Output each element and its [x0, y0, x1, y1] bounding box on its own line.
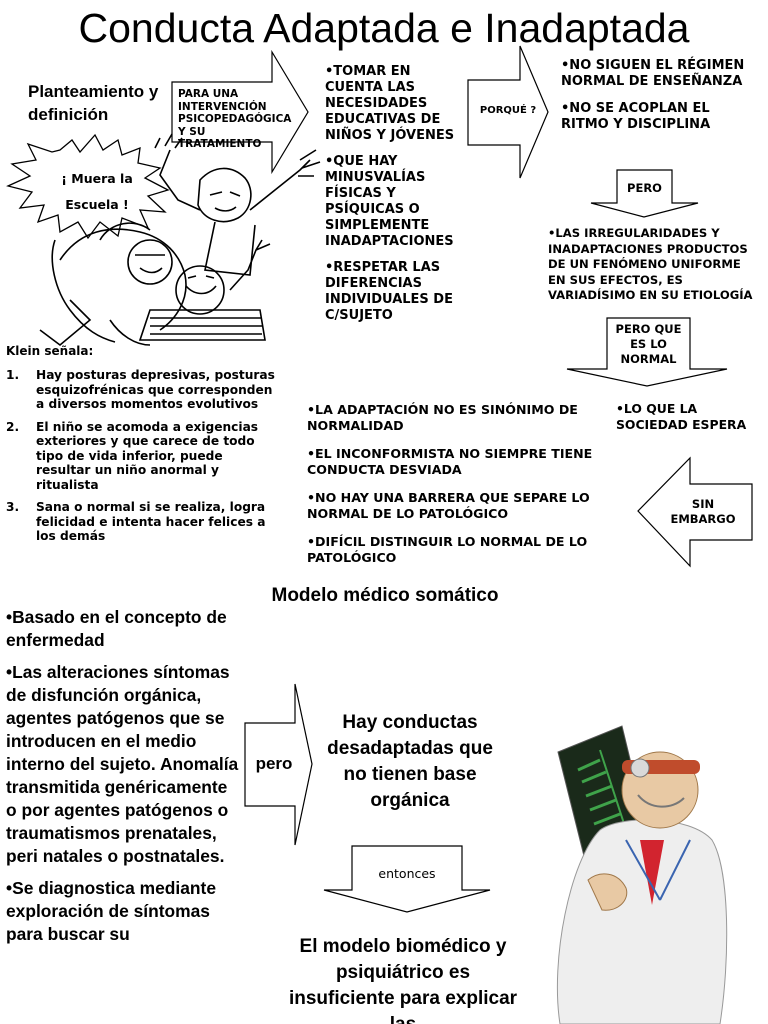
middle-item: •LA ADAPTACIÓN NO ES SINÓNIMO DE NORMALI… [307, 402, 578, 433]
model-title: Modelo médico somático [271, 585, 499, 606]
page-title: Conducta Adaptada e Inadaptada [78, 5, 690, 51]
left-body-item: •Se diagnostica mediante exploración de … [6, 878, 217, 944]
left-body-item: •Basado en el concepto de enfermedad [6, 607, 227, 650]
sin-embargo-label: SIN EMBARGO [670, 497, 736, 526]
col2-item: •TOMAR EN CUENTA LAS NECESIDADES EDUCATI… [325, 64, 455, 143]
left-body-list: •Basado en el concepto de enfermedad •La… [6, 606, 241, 955]
arrow-down-pero [590, 169, 699, 218]
irregularidades-text: •LAS IRREGULARIDADES Y INADAPTACIONES PR… [548, 226, 753, 302]
col2-item: •RESPETAR LAS DIFERENCIAS INDIVIDUALES D… [325, 260, 453, 323]
pero-label: PERO [627, 181, 662, 195]
arrow-down-entonces [323, 845, 491, 913]
arrow-left-sin-embargo [637, 456, 753, 568]
sociedad-text: •LO QUE LA SOCIEDAD ESPERA [616, 401, 747, 432]
middle-list: •LA ADAPTACIÓN NO ES SINÓNIMO DE NORMALI… [307, 402, 607, 566]
modelo-biomedico-text: El modelo biomédico y psiquiátrico es in… [288, 936, 518, 1024]
klein-item-text: Sana o normal si se realiza, logra felic… [36, 500, 266, 543]
klein-item-number: 2. [6, 419, 20, 434]
cartoon-students-illustration [39, 133, 321, 347]
arrow-right-pero [244, 683, 313, 846]
klein-item: 2. El niño se acomoda a exigencias exter… [6, 420, 281, 493]
arrow-right-porque [467, 45, 549, 179]
klein-item-text: Hay posturas depresivas, posturas esquiz… [36, 368, 275, 411]
entonces-label: entonces [378, 866, 436, 881]
col2-item: •QUE HAY MINUSVALÍAS FÍSICAS Y PSÍQUICAS… [325, 154, 454, 249]
klein-title: Klein señala: [6, 344, 94, 358]
arrow-right-intervencion [171, 49, 309, 175]
klein-item-number: 1. [6, 368, 20, 382]
klein-list: 1. Hay posturas depresivas, posturas esq… [6, 368, 281, 552]
hay-conductas-text: Hay conductas desadaptadas que no tienen… [327, 712, 493, 811]
arrow-porque-label: PORQUÉ ? [479, 105, 537, 116]
klein-item-text: El niño se acomoda a exigencias exterior… [36, 419, 259, 492]
klein-item: 1. Hay posturas depresivas, posturas esq… [6, 368, 281, 412]
arrow-intervencion-label: PARA UNA INTERVENCIÓN PSICOPEDAGÓGICA Y … [178, 88, 292, 150]
klein-item: 3. Sana o normal si se realiza, logra fe… [6, 500, 281, 544]
speech-bubble-text: ¡ Muera la Escuela ! [61, 171, 133, 212]
pero-normal-label: PERO QUE ES LO NORMAL [608, 322, 689, 367]
col3-item: •NO SE ACOPLAN EL RITMO Y DISCIPLINA [561, 101, 711, 132]
planteamiento-heading: Planteamiento y definición [28, 82, 159, 124]
col2-list: •TOMAR EN CUENTA LAS NECESIDADES EDUCATI… [325, 64, 465, 334]
left-body-item: •Las alteraciones síntomas de disfunción… [6, 662, 239, 866]
col3-list: •NO SIGUEN EL RÉGIMEN NORMAL DE ENSEÑANZ… [561, 58, 761, 143]
pero-arrow-label: pero [255, 754, 293, 773]
middle-item: •DIFÍCIL DISTINGUIR LO NORMAL DE LO PATO… [307, 534, 588, 565]
speech-bubble-shape [6, 133, 170, 240]
middle-item: •NO HAY UNA BARRERA QUE SEPARE LO NORMAL… [307, 490, 590, 521]
middle-item: •EL INCONFORMISTA NO SIEMPRE TIENE CONDU… [307, 446, 593, 477]
klein-item-number: 3. [6, 500, 20, 514]
col3-item: •NO SIGUEN EL RÉGIMEN NORMAL DE ENSEÑANZ… [561, 58, 745, 89]
